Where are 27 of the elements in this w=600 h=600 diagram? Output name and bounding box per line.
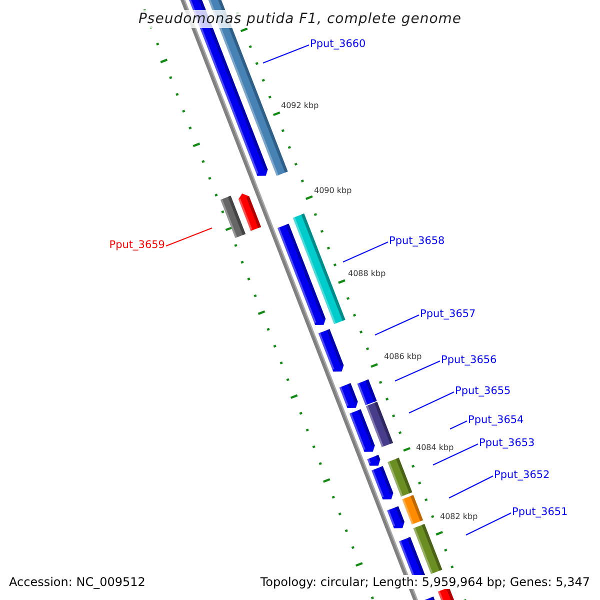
leader-line: [394, 360, 440, 382]
position-label: 4084 kbp: [416, 443, 454, 452]
leader-line: [466, 512, 512, 536]
position-label: 4086 kbp: [384, 352, 422, 361]
leader-line: [408, 392, 454, 414]
gene-label: Pput_3654: [468, 414, 524, 426]
gene-label: Pput_3660: [310, 38, 366, 50]
position-label: 4082 kbp: [440, 512, 478, 521]
gene-label: Pput_3656: [441, 354, 497, 366]
gene-label: Pput_3652: [494, 469, 550, 481]
position-label: 4090 kbp: [314, 186, 352, 195]
gene-label: Pput_3657: [420, 308, 476, 320]
leader-line: [374, 314, 420, 336]
gene-label: Pput_3653: [479, 437, 535, 449]
leader-line: [166, 227, 212, 247]
leader-line: [448, 476, 494, 498]
leader-line: [342, 242, 388, 262]
footer-text: Accession: NC_009512: [9, 575, 146, 589]
position-label: 4092 kbp: [281, 101, 319, 110]
leader-line: [450, 420, 468, 430]
gene-label: Pput_3659: [109, 239, 165, 251]
gene-label: Pput_3651: [512, 506, 568, 518]
leader-line: [262, 44, 310, 64]
gene-label: Pput_3658: [389, 235, 445, 247]
leader-line: [432, 444, 478, 466]
gene-label: Pput_3655: [455, 385, 511, 397]
position-label: 4088 kbp: [348, 269, 386, 278]
